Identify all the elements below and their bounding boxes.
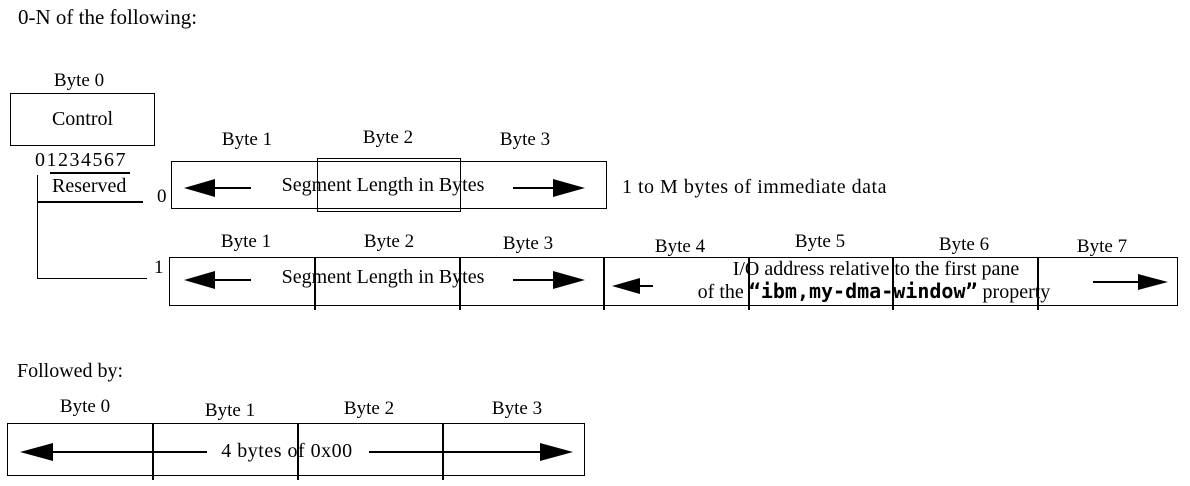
branch-vertical-line: [36, 175, 39, 279]
row0-byte2-cell: [317, 158, 461, 212]
row1-byte4-label: Byte 4: [654, 236, 706, 257]
followed-by-heading: Followed by:: [17, 360, 124, 382]
row1-io-left-arrow-tail: [640, 285, 653, 287]
row1-io-left-arrow-icon: [612, 278, 640, 294]
io-line2-suffix: property: [977, 281, 1051, 303]
row1-segment-length-text: Segment Length in Bytes: [281, 266, 485, 288]
row1-byte1-label: Byte 1: [220, 231, 272, 252]
row0-right-arrow-icon: [553, 179, 585, 197]
io-address-line2: of the “ibm,my-dma-window” property: [698, 281, 1051, 303]
branch-line-value0: [36, 201, 143, 203]
row1-divider-5: [892, 257, 894, 310]
row0-byte2-label: Byte 2: [362, 127, 414, 148]
row1-divider-1: [314, 257, 316, 310]
row0-box: [171, 161, 607, 209]
footer-right-arrow-icon: [540, 443, 573, 461]
dma-window-property-name: “ibm,my-dma-window”: [748, 279, 978, 303]
footer-byte3-label: Byte 3: [491, 398, 543, 419]
branch-line-value1: [36, 277, 147, 280]
row1-divider-2: [459, 257, 461, 310]
row1-divider-4: [748, 257, 750, 310]
row0-left-arrow-tail: [215, 187, 251, 189]
row1-right-arrow-tail: [513, 279, 553, 281]
row1-left-arrow-tail: [215, 279, 251, 281]
row1-divider-6: [1037, 257, 1039, 310]
footer-byte1-label: Byte 1: [204, 400, 256, 421]
row1-byte7-label: Byte 7: [1076, 236, 1128, 257]
footer-box: [7, 423, 585, 476]
reserved-label: Reserved: [52, 175, 127, 197]
row1-byte6-label: Byte 6: [938, 234, 990, 255]
footer-byte2-label: Byte 2: [343, 398, 395, 419]
control-box-label: Control: [51, 108, 114, 130]
row1-byte3-label: Byte 3: [502, 233, 554, 254]
row1-box: [169, 257, 1178, 306]
io-line2-prefix: of the: [697, 281, 749, 303]
reserved-overline: [50, 172, 130, 174]
control-bit-numbers: 01234567: [35, 149, 127, 171]
row0-note: 1 to M bytes of immediate data: [622, 176, 887, 198]
branch-value-0: 0: [157, 186, 167, 207]
footer-byte0-label: Byte 0: [59, 396, 111, 417]
row0-byte3-label: Byte 3: [499, 129, 551, 150]
row0-segment-length-text: Segment Length in Bytes: [281, 174, 485, 196]
row1-byte2-label: Byte 2: [363, 231, 415, 252]
row1-divider-3: [603, 257, 605, 310]
footer-right-arrow-tail: [369, 451, 540, 453]
diagram-title: 0-N of the following:: [18, 5, 198, 29]
row1-byte5-label: Byte 5: [794, 231, 846, 252]
io-address-line1: I/O address relative to the first pane: [732, 258, 1020, 280]
control-box: Control: [10, 93, 155, 146]
row1-right-arrow-icon: [553, 271, 585, 289]
row1-io-right-arrow-icon: [1138, 274, 1168, 290]
control-byte-label: Byte 0: [53, 70, 105, 91]
footer-padding-text: 4 bytes of 0x00: [221, 440, 353, 462]
row1-left-arrow-icon: [184, 271, 215, 289]
row0-right-arrow-tail: [513, 187, 553, 189]
footer-left-arrow-icon: [20, 443, 53, 461]
footer-left-arrow-tail: [53, 451, 207, 453]
row0-left-arrow-icon: [184, 179, 215, 197]
row0-byte1-label: Byte 1: [221, 129, 273, 150]
footer-divider-2: [297, 423, 299, 480]
branch-value-1: 1: [154, 257, 164, 278]
row1-io-right-arrow-tail: [1093, 281, 1138, 283]
